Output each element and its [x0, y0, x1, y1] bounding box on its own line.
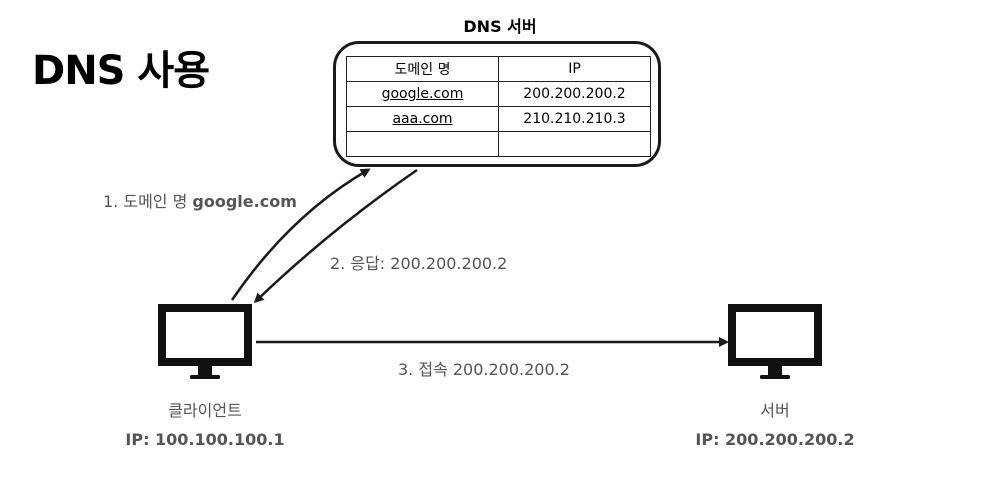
arrow-response: [253, 168, 418, 304]
client-ip: IP: 100.100.100.1: [125, 430, 285, 449]
step-3-label: 3. 접속 200.200.200.2: [398, 360, 570, 379]
step-1-domain: google.com: [192, 192, 297, 211]
dns-server-box: [333, 41, 661, 167]
step-1-label: 1. 도메인 명 google.com: [103, 192, 297, 211]
ip-cell: 210.210.210.3: [498, 106, 651, 132]
ip-cell: [498, 131, 651, 157]
server-ip: IP: 200.200.200.2: [695, 430, 855, 449]
table-row: [346, 131, 651, 157]
table-row: aaa.com 210.210.210.3: [346, 106, 651, 132]
dns-table: 도메인 명 IP google.com 200.200.200.2 aaa.co…: [346, 56, 651, 157]
step-2-label: 2. 응답: 200.200.200.2: [330, 254, 508, 273]
domain-cell[interactable]: google.com: [346, 81, 499, 107]
server-monitor-icon: [728, 304, 822, 379]
header-domain: 도메인 명: [346, 56, 499, 82]
page-title: DNS 사용: [32, 48, 210, 94]
client-monitor-icon: [158, 304, 252, 379]
ip-cell: 200.200.200.2: [498, 81, 651, 107]
dns-server-title: DNS 서버: [463, 17, 537, 36]
arrow-query: [230, 168, 371, 301]
server-label: 서버: [760, 401, 790, 420]
domain-cell: [346, 131, 499, 157]
table-row: google.com 200.200.200.2: [346, 81, 651, 107]
client-label: 클라이언트: [168, 401, 242, 420]
